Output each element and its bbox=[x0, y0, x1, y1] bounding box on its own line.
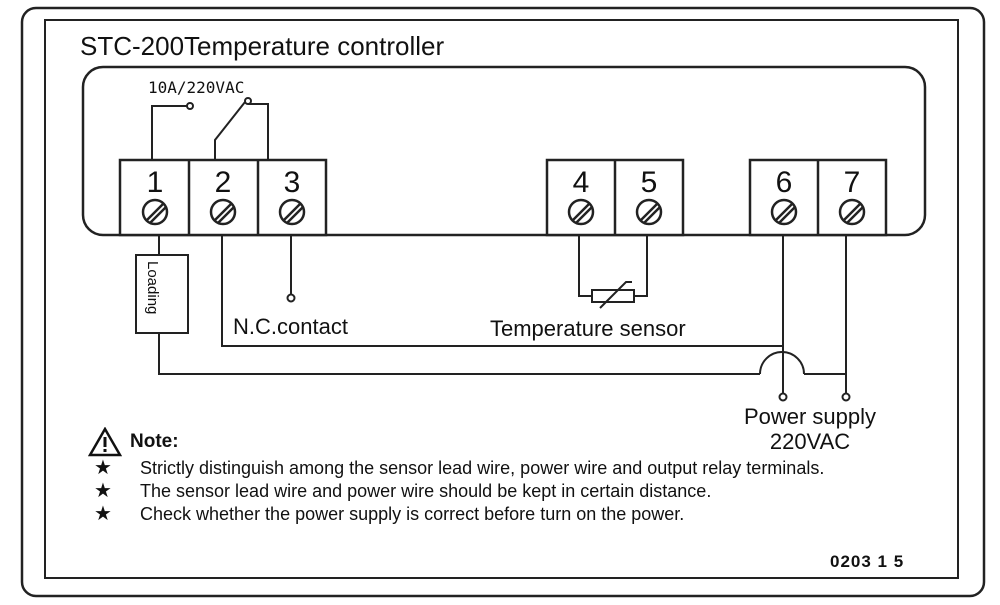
common-to-power-wire bbox=[221, 235, 783, 347]
controller-body bbox=[81, 65, 927, 237]
load-to-power-wire bbox=[158, 333, 760, 375]
note-header: Note: bbox=[88, 427, 948, 457]
screw-icon bbox=[141, 198, 169, 226]
terminal-number-6: 6 bbox=[776, 166, 793, 199]
warning-triangle-icon bbox=[88, 427, 122, 457]
note-item-text: Check whether the power supply is correc… bbox=[140, 504, 685, 524]
note-list: ★ Strictly distinguish among the sensor … bbox=[88, 458, 948, 525]
star-bullet-icon: ★ bbox=[94, 457, 112, 479]
outer-frame bbox=[20, 6, 986, 598]
screw-icon bbox=[838, 198, 866, 226]
thermistor-icon bbox=[578, 235, 648, 309]
terminal-number-5: 5 bbox=[641, 166, 658, 199]
inner-frame bbox=[44, 19, 959, 579]
diagram-title: STC-200Temperature controller bbox=[80, 31, 444, 61]
note-item: ★ The sensor lead wire and power wire sh… bbox=[88, 481, 948, 502]
relay-switch-icon bbox=[151, 97, 269, 160]
relay-rating-label: 10A/220VAC bbox=[148, 78, 244, 97]
terminal-number-4: 4 bbox=[573, 166, 590, 199]
power-supply-label: Power supply bbox=[744, 404, 876, 429]
note-item-text: Strictly distinguish among the sensor le… bbox=[140, 458, 825, 478]
terminal-number-7: 7 bbox=[844, 166, 861, 199]
power-voltage-label: 220VAC bbox=[770, 429, 850, 454]
screw-icon bbox=[635, 198, 663, 226]
terminal-number-2: 2 bbox=[215, 166, 232, 199]
load-label: Loading bbox=[144, 261, 161, 314]
notes-section: Note: ★ Strictly distinguish among the s… bbox=[88, 427, 948, 527]
terminal-number-3: 3 bbox=[284, 166, 301, 199]
screw-icon bbox=[209, 198, 237, 226]
note-item-text: The sensor lead wire and power wire shou… bbox=[140, 481, 712, 501]
screw-icon bbox=[278, 198, 306, 226]
note-item: ★ Check whether the power supply is corr… bbox=[88, 504, 948, 525]
screw-icon bbox=[770, 198, 798, 226]
note-title: Note: bbox=[130, 431, 179, 452]
screw-icon bbox=[567, 198, 595, 226]
star-bullet-icon: ★ bbox=[94, 480, 112, 502]
temperature-sensor-label: Temperature sensor bbox=[490, 316, 686, 341]
note-item: ★ Strictly distinguish among the sensor … bbox=[88, 458, 948, 479]
nc-contact-label: N.C.contact bbox=[233, 314, 348, 339]
load-box bbox=[135, 254, 189, 334]
terminal-number-1: 1 bbox=[147, 166, 164, 199]
star-bullet-icon: ★ bbox=[94, 503, 112, 525]
document-code: 0203 1 5 bbox=[830, 552, 905, 571]
